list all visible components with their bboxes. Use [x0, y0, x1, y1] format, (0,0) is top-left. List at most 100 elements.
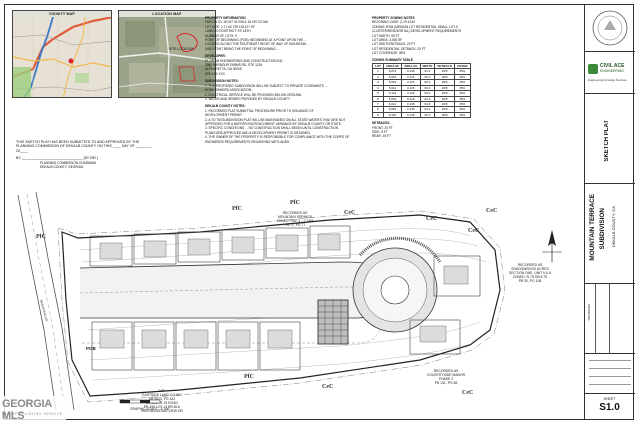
property-info-line: LAND LOT/DISTRICT: 97/ 18TH	[205, 29, 251, 34]
table-cell: 66.0	[419, 111, 436, 119]
zone-label: CeC	[322, 384, 333, 390]
developer-line: EL GRAM ENGINEERING AND CONSTRUCTION INC	[205, 58, 283, 63]
property-info-line: LOCATED ALONG THE SOUTHEAST RIGHT OF WAY…	[205, 42, 310, 47]
zoning-note-line: CLUSTER/RESIDENTIAL) DEVELOPMENT REQUIRE…	[372, 29, 462, 34]
dekalb-notes-lines: 1. RECORDED PLAT SUBMITTAL PROCEDURE PRI…	[205, 109, 365, 144]
revisions-cell: REVISIONS	[585, 284, 635, 354]
developer-lines: EL GRAM ENGINEERING AND CONSTRUCTION INC…	[205, 59, 365, 77]
location-map-title: LOCATION MAP	[152, 12, 182, 16]
dekalb-note-line: DEVELOPMENT PERMIT.	[205, 113, 243, 118]
road-centerline	[26, 193, 66, 411]
approval-signature-line: BY: ________________________________ (BY…	[16, 156, 98, 161]
drawing-border	[4, 4, 634, 420]
subdivision-note-line: 3. WATER AND SEWER PROVIDED BY DEKALB CO…	[205, 96, 291, 101]
location-map-graphic: SITE LOCATION	[119, 17, 215, 97]
zoning-table-header-cell: COVER	[453, 63, 471, 70]
zone-label: PfC	[36, 234, 46, 240]
table-cell: 35%	[453, 106, 471, 113]
company-logo-icon	[588, 64, 598, 74]
georgia-mls-watermark: GEORGIA MLS MULTIPLE LISTING SERVICE	[0, 396, 66, 422]
property-info-line: SAID POINT BEING THE POINT OF BEGINNING …	[205, 46, 280, 51]
dekalb-note-line: PLANS ARE APPROVED AND A DEVELOPMENT PER…	[205, 130, 311, 135]
dekalb-note-line: ENGINEERS REQUIREMENTS REGARDING WETLAND…	[205, 139, 291, 144]
setback-line: FRONT: 20 FT	[372, 125, 393, 130]
zoning-note-line: REZONING CASE: Z-19-1234	[372, 20, 415, 25]
seal-cell	[585, 4, 635, 52]
property-info-lines: PARCEL ID: 18 097 03 008 & 18 097 03 046…	[205, 20, 365, 51]
recorded-right-line: PB 30, PG 108	[519, 279, 542, 283]
developer-line: 678 XXX XXX	[205, 71, 225, 76]
company-cell: CIVIL ACE ENGINEERING Engineering & Desi…	[585, 52, 635, 94]
setback-line: REAR: 15 FT	[372, 134, 391, 139]
property-info-line: NUMBER OF LOTS: 9	[205, 33, 237, 38]
watermark-brand: GEORGIA MLS	[2, 398, 52, 422]
approval-line-2: PLANNING COMMISSION OF DEKALB COUNTY ON …	[16, 144, 152, 149]
zone-label: PfC	[232, 206, 242, 212]
cul-de-sac-island	[380, 275, 410, 305]
vicinity-map: VICINITY MAP	[12, 10, 112, 98]
zone-label: PfC	[290, 200, 300, 206]
setback-line: SIDE: 5 FT	[372, 129, 388, 134]
location-map: LOCATION MAP SITE LOCATION	[118, 10, 216, 98]
zone-label: CeC	[426, 216, 437, 222]
recorded-bottom-left-line: PB 195 LOT 13 PB BLK	[144, 405, 181, 409]
recorded-bottom-left-line: 9999 MOUNTAIN VIEW DR	[141, 409, 183, 413]
table-cell: 60.0	[419, 90, 436, 97]
zone-label: PfC	[244, 374, 254, 380]
recorded-bottom-left-line: DB 5823, PG 442	[149, 397, 176, 401]
recorded-bottom-right-line: PHASE 2	[439, 377, 453, 381]
dekalb-note-line: 4. THE OWNER OF THE PROPERTY IS RESPONSI…	[205, 135, 350, 140]
project-cell: MOUNTAIN TERRACE SUBDIVISION DEKALB COUN…	[585, 184, 635, 284]
vicinity-map-title: VICINITY MAP	[49, 12, 75, 16]
approval-block: THIS SKETCH PLAT HAS BEEN SUBMITTED TO A…	[16, 140, 196, 172]
recorded-bottom-left-line: N/F	[159, 389, 164, 393]
zoning-note-line: ZONING: RSM (MEDIUM LOT RESIDENTIAL SMAL…	[372, 24, 458, 29]
property-boundary	[61, 214, 501, 397]
table-cell: 0.135	[401, 106, 421, 113]
table-cell: 0.145	[401, 111, 421, 119]
sheet-title-cell: SKETCH PLAT	[585, 94, 635, 184]
recorded-bottom-right: RECORDED AS COUNTRYSIDE MANOR PHASE 2 PB…	[427, 369, 466, 385]
sheet-number: S1.0	[599, 402, 620, 413]
table-cell: 61.2	[419, 68, 436, 75]
zone-label: CeC	[462, 390, 473, 396]
table-cell: 0.115	[401, 84, 421, 92]
property-info-line: LOT SIZE: 2.71 AC OR 118,127 SF	[205, 24, 256, 29]
table-cell: 35%	[453, 84, 471, 92]
zoning-table-header-cell: AREA AC	[401, 63, 421, 70]
zoning-table-title: ZONING SUMMARY TABLE	[372, 57, 413, 62]
developer-title: DEVELOPER:	[205, 54, 226, 59]
info-cell	[585, 354, 635, 394]
scale-label: GRAPHIC SCALE - 1"=50'	[130, 407, 170, 411]
sheet-number-cell: SHEET S1.0	[585, 394, 635, 420]
zoning-note-line: LOT WIDTH: 60 FT	[372, 33, 400, 38]
zoning-note-line: LOT COVERAGE: 35%	[372, 51, 406, 56]
table-cell: 35%	[453, 68, 471, 75]
watermark-brand-sub: MULTIPLE LISTING SERVICE	[2, 412, 63, 416]
table-cell: 60.0	[419, 79, 436, 86]
street-centerline	[79, 286, 381, 344]
recorded-top: RECORDED AS MOUNTAIN SPRINGS ZONED: RSF-…	[277, 211, 314, 227]
table-cell: 63.1	[419, 106, 436, 113]
developer-line: ALPHARETTA, GA 30005	[205, 67, 242, 72]
table-cell: 0.129	[401, 95, 421, 102]
dekalb-notes-title: DEKALB COUNTY NOTES:	[205, 104, 246, 109]
table-cell: 35%	[453, 73, 471, 81]
zone-label: CeC	[344, 210, 355, 216]
title-block: CIVIL ACE ENGINEERING Engineering & Desi…	[584, 4, 635, 420]
approval-signature-county: DEKALB COUNTY, GEORGIA	[40, 165, 84, 170]
project-county: DEKALB COUNTY, GA	[611, 206, 616, 248]
dekalb-note-line: 1. RECORDED PLAT SUBMITTAL PROCEDURE PRI…	[205, 108, 314, 113]
property-notes: PROPERTY INFORMATION PARCEL ID: 18 097 0…	[205, 16, 365, 144]
zoning-note-line: LOT AREA: 3,500 SF	[372, 38, 403, 43]
zone-label: CeC	[468, 228, 479, 234]
revisions-label: REVISIONS	[587, 304, 591, 321]
zoning-notes-title: PROPERTY ZONING NOTES	[372, 16, 415, 20]
recorded-bottom-right-line: RECORDED AS	[434, 369, 459, 373]
